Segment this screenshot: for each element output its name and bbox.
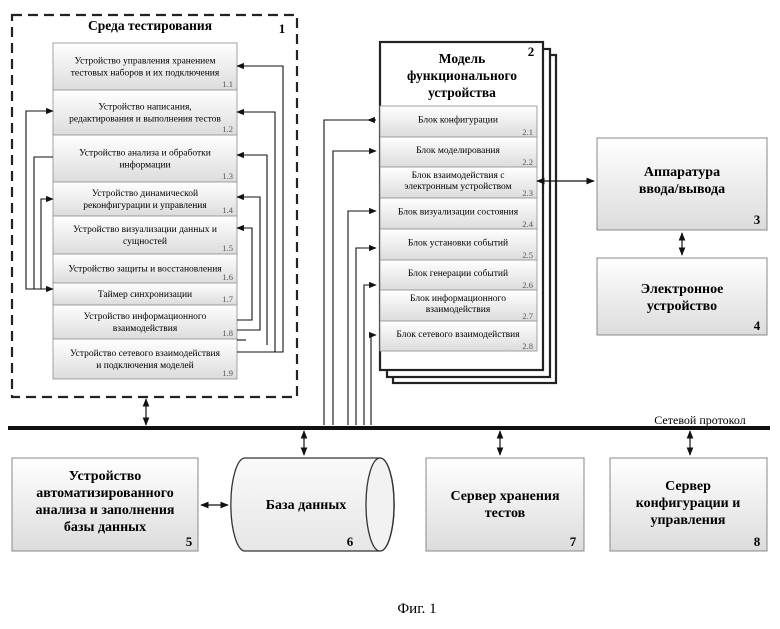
analysis-device-number: 5 [186, 534, 193, 549]
model-items: Блок конфигурации 2.1Блок моделирования 2.… [380, 106, 537, 351]
test-env-item-number: 1.6 [222, 272, 233, 282]
test-storage-server-box [426, 458, 584, 551]
svg-text:устройство: устройство [647, 299, 717, 314]
test-env-item: Устройство информационноговзаимодействия… [53, 305, 237, 339]
test-env-item-number: 1.2 [222, 124, 233, 134]
model-item-text: Блок конфигурации [418, 115, 498, 126]
test-env-item-text: Устройство визуализации данных и [73, 224, 217, 235]
test-env-item: Устройство написания, редактирования и вы… [53, 90, 237, 135]
test-env-item: Устройство управления хранениемтестовых … [53, 43, 237, 90]
model-item-text: электронным устройством [404, 181, 511, 192]
model-item: Блок взаимодействия сэлектронным устройс… [380, 167, 537, 198]
test-env-item-number: 1.9 [222, 368, 233, 378]
test-env-item-number: 1.5 [222, 243, 233, 253]
test-env-item-text: и подключения моделей [96, 360, 193, 371]
test-env-item-text: информации [119, 160, 170, 171]
svg-text:тестов: тестов [485, 506, 526, 521]
test-env-item-text: редактирования и выполнения тестов [69, 115, 221, 125]
database-number: 6 [347, 534, 354, 549]
model-item-number: 2.2 [522, 157, 533, 167]
test-env-item-text: взаимодействия [113, 323, 178, 334]
model-item-number: 2.3 [522, 188, 533, 198]
test-env-item-number: 1.7 [222, 294, 233, 304]
svg-text:автоматизированного: автоматизированного [36, 486, 174, 501]
model-item: Блок установки событий 2.5 [380, 229, 537, 260]
model-left-links [324, 120, 376, 425]
test-env-item: Устройство анализа и обработкиинформации… [53, 135, 237, 182]
test-env-item-text: Устройство написания, [98, 102, 191, 113]
model-item-number: 2.4 [522, 219, 533, 229]
model-item: Блок генерации событий 2.6 [380, 260, 537, 290]
svg-text:функционального: функционального [407, 68, 517, 83]
model-item-text: Блок взаимодействия с [412, 170, 505, 181]
svg-text:Модель: Модель [439, 51, 485, 66]
io-hardware-number: 3 [754, 212, 761, 227]
model-item-number: 2.5 [522, 250, 533, 260]
model-item-text: Блок визуализации состояния [398, 208, 519, 218]
model-item: Блок визуализации состояния2.4 [380, 198, 537, 229]
test-storage-server-number: 7 [570, 534, 577, 549]
test-env-left-links [26, 111, 53, 289]
test-env-title: Среда тестирования [88, 18, 212, 33]
model-item: Блок сетевого взаимодействия2.8 [380, 321, 537, 351]
test-env-item-text: тестовых наборов и их подключения [71, 68, 220, 79]
model-item-text: Блок информационного [410, 293, 506, 304]
svg-text:Устройство: Устройство [69, 469, 141, 484]
test-env-item: Устройство визуализации данных исущносте… [53, 216, 237, 254]
model-item-text: Блок моделирования [416, 146, 500, 156]
test-env-right-links [237, 66, 283, 352]
test-env-item-text: Устройство защиты и восстановления [68, 264, 222, 275]
svg-text:управления: управления [650, 513, 725, 528]
model-item-number: 2.1 [522, 127, 533, 137]
test-env-item-number: 1.4 [222, 205, 233, 215]
svg-text:анализа и заполнения: анализа и заполнения [36, 503, 175, 518]
test-env-item: Устройство сетевого взаимодействияи подк… [53, 339, 237, 379]
svg-text:устройства: устройства [428, 85, 496, 100]
test-env-item-text: Устройство управления хранением [74, 56, 215, 67]
svg-text:ввода/вывода: ввода/вывода [639, 182, 725, 197]
network-label: Сетевой протокол [654, 413, 745, 427]
test-env-item: Устройство динамическойреконфигурации и … [53, 182, 237, 216]
test-env-item-text: реконфигурации и управления [83, 200, 207, 211]
svg-text:базы данных: базы данных [64, 520, 146, 535]
test-env-item-text: Устройство динамической [92, 188, 198, 199]
model-item-text: Блок установки событий [408, 238, 508, 249]
model-item: Блок информационноговзаимодействия 2.7 [380, 290, 537, 321]
figure-caption: Фиг. 1 [397, 601, 436, 617]
test-env-item-text: Устройство сетевого взаимодействия [70, 348, 221, 359]
svg-text:Сервер: Сервер [665, 479, 711, 494]
svg-text:Аппаратура: Аппаратура [644, 165, 720, 180]
svg-text:конфигурации и: конфигурации и [636, 496, 741, 511]
model-item-number: 2.6 [522, 280, 533, 290]
model-item-text: Блок сетевого взаимодействия [396, 329, 520, 340]
model-number: 2 [528, 44, 535, 59]
bus-links [304, 431, 690, 455]
test-env-item-text: сущностей [123, 236, 167, 247]
test-env-number: 1 [279, 21, 286, 36]
model-item-text: Блок генерации событий [408, 268, 508, 279]
test-env-item: Таймер синхронизации 1.7 [53, 283, 237, 305]
test-env-item-number: 1.8 [222, 328, 233, 338]
model-item: Блок моделирования 2.2 [380, 137, 537, 167]
model-item-text: взаимодействия [426, 304, 491, 315]
test-env-item-text: Устройство анализа и обработки [79, 148, 211, 159]
model-item: Блок конфигурации 2.1 [380, 106, 537, 137]
model-item-number: 2.8 [522, 341, 533, 351]
test-env-item-text: Таймер синхронизации [98, 289, 192, 300]
test-env-item-number: 1.1 [222, 79, 233, 89]
svg-text:Электронное: Электронное [641, 282, 724, 297]
test-env-item-text: Устройство информационного [84, 311, 207, 322]
model-item-number: 2.7 [522, 311, 533, 321]
test-env-items: Устройство управления хранениемтестовых … [53, 43, 237, 379]
config-server-number: 8 [754, 534, 761, 549]
test-env-item: Устройство защиты и восстановления1.6 [53, 254, 237, 283]
test-env-item-number: 1.3 [222, 171, 233, 181]
database-label: База данных [266, 498, 347, 513]
svg-text:Сервер хранения: Сервер хранения [450, 489, 560, 504]
electronic-device-number: 4 [754, 318, 761, 333]
